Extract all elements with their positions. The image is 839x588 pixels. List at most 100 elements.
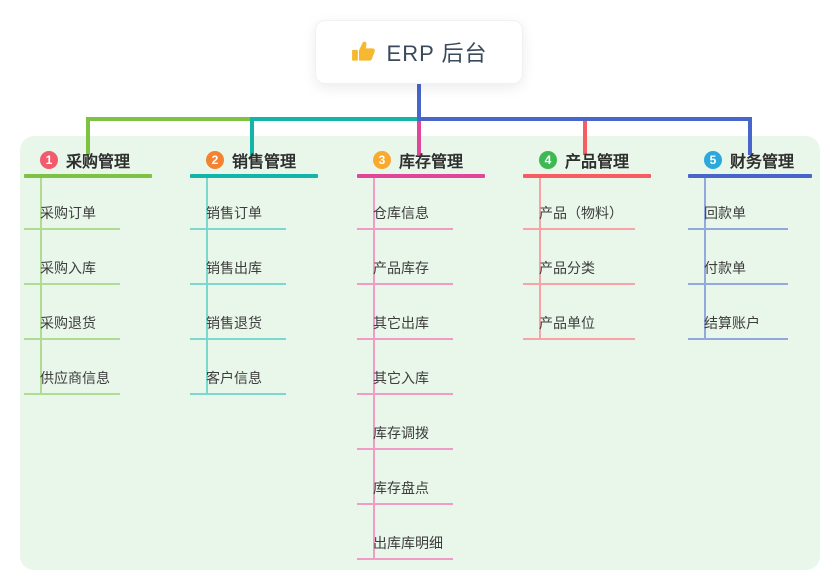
node-underline xyxy=(357,393,453,395)
node-stock-check[interactable]: 库存盘点 xyxy=(357,450,453,505)
branch-badge-3: 3 xyxy=(373,151,391,169)
branch-badge-4: 4 xyxy=(539,151,557,169)
node-settlement-account[interactable]: 结算账户 xyxy=(688,285,788,340)
node-underline xyxy=(190,283,286,285)
node-purchase-order[interactable]: 采购订单 xyxy=(24,175,120,230)
branch-underline-inventory xyxy=(357,174,485,178)
node-outbound-detail[interactable]: 出库库明细 xyxy=(357,505,453,560)
branch-badge-1: 1 xyxy=(40,151,58,169)
node-underline xyxy=(688,338,788,340)
root-title: ERP 后台 xyxy=(386,41,488,66)
branch-badge-2: 2 xyxy=(206,151,224,169)
branch-underline-purchase xyxy=(24,174,152,178)
connector-h-finance xyxy=(417,117,752,121)
node-label: 采购订单 xyxy=(40,205,96,221)
node-label: 库存盘点 xyxy=(373,480,429,496)
branch-underline-product xyxy=(523,174,651,178)
connector-drop-finance xyxy=(748,121,752,155)
branch-badge-5: 5 xyxy=(704,151,722,169)
branch-label-inventory: 库存管理 xyxy=(399,154,464,171)
node-label: 库存调拨 xyxy=(373,425,429,441)
node-underline xyxy=(357,338,453,340)
node-label: 回款单 xyxy=(704,205,746,221)
branch-trunk-sales xyxy=(206,178,208,395)
node-underline xyxy=(24,393,120,395)
branch-trunk-inventory xyxy=(373,178,375,560)
node-product-material[interactable]: 产品（物料） xyxy=(523,175,635,230)
node-sales-order[interactable]: 销售订单 xyxy=(190,175,286,230)
connector-drop-product xyxy=(583,121,587,155)
node-underline xyxy=(24,283,120,285)
node-underline xyxy=(688,228,788,230)
node-underline xyxy=(357,558,453,560)
node-other-outbound[interactable]: 其它出库 xyxy=(357,285,453,340)
node-customer-info[interactable]: 客户信息 xyxy=(190,340,286,395)
branch-finance: 5 财务管理 回款单 付款单 结算账户 xyxy=(688,146,812,340)
node-underline xyxy=(523,338,635,340)
node-label: 出库库明细 xyxy=(373,535,443,551)
node-label: 销售订单 xyxy=(206,205,262,221)
branch-trunk-purchase xyxy=(40,178,42,395)
connector-h-purchase xyxy=(86,117,252,121)
node-label: 结算账户 xyxy=(704,315,760,331)
node-sales-outbound[interactable]: 销售出库 xyxy=(190,230,286,285)
root-node[interactable]: ERP 后台 xyxy=(315,20,523,84)
branch-node-finance[interactable]: 5 财务管理 xyxy=(688,146,812,174)
branch-label-sales: 销售管理 xyxy=(232,154,297,171)
node-warehouse-info[interactable]: 仓库信息 xyxy=(357,175,453,230)
branches-panel xyxy=(20,136,820,570)
branch-node-inventory[interactable]: 3 库存管理 xyxy=(357,146,485,174)
node-underline xyxy=(523,228,635,230)
node-underline xyxy=(357,448,453,450)
node-purchase-inbound[interactable]: 采购入库 xyxy=(24,230,120,285)
node-label: 产品单位 xyxy=(539,315,595,331)
node-label: 其它出库 xyxy=(373,315,429,331)
branch-node-product[interactable]: 4 产品管理 xyxy=(523,146,651,174)
node-other-inbound[interactable]: 其它入库 xyxy=(357,340,453,395)
branch-node-purchase[interactable]: 1 采购管理 xyxy=(24,146,152,174)
node-label: 销售退货 xyxy=(206,315,262,331)
branch-underline-sales xyxy=(190,174,318,178)
branch-underline-finance xyxy=(688,174,812,178)
connector-drop-inventory xyxy=(417,121,421,155)
node-product-stock[interactable]: 产品库存 xyxy=(357,230,453,285)
node-underline xyxy=(357,503,453,505)
node-label: 产品分类 xyxy=(539,260,595,276)
node-label: 采购入库 xyxy=(40,260,96,276)
node-underline xyxy=(190,228,286,230)
node-underline xyxy=(357,228,453,230)
node-supplier-info[interactable]: 供应商信息 xyxy=(24,340,120,395)
branch-trunk-product xyxy=(539,178,541,340)
thumbs-up-icon xyxy=(351,39,377,65)
node-receipt-doc[interactable]: 回款单 xyxy=(688,175,788,230)
node-sales-return[interactable]: 销售退货 xyxy=(190,285,286,340)
node-purchase-return[interactable]: 采购退货 xyxy=(24,285,120,340)
node-label: 产品（物料） xyxy=(539,205,623,221)
branch-label-purchase: 采购管理 xyxy=(66,154,131,171)
branch-product: 4 产品管理 产品（物料） 产品分类 产品单位 xyxy=(523,146,651,340)
node-label: 产品库存 xyxy=(373,260,429,276)
node-underline xyxy=(357,283,453,285)
branch-node-sales[interactable]: 2 销售管理 xyxy=(190,146,318,174)
connector-drop-purchase xyxy=(86,117,90,155)
node-product-unit[interactable]: 产品单位 xyxy=(523,285,635,340)
branch-label-product: 产品管理 xyxy=(565,154,630,171)
node-label: 销售出库 xyxy=(206,260,262,276)
node-underline xyxy=(688,283,788,285)
branch-inventory: 3 库存管理 仓库信息 产品库存 其它出库 其它入库 库存调拨 xyxy=(357,146,485,560)
node-underline xyxy=(523,283,635,285)
branch-sales: 2 销售管理 销售订单 销售出库 销售退货 客户信息 xyxy=(190,146,318,395)
node-label: 其它入库 xyxy=(373,370,429,386)
node-stock-transfer[interactable]: 库存调拨 xyxy=(357,395,453,450)
node-product-category[interactable]: 产品分类 xyxy=(523,230,635,285)
connector-h-sales xyxy=(250,117,417,121)
connector-drop-sales xyxy=(250,117,254,155)
node-payment-doc[interactable]: 付款单 xyxy=(688,230,788,285)
node-label: 付款单 xyxy=(704,260,746,276)
node-label: 仓库信息 xyxy=(373,205,429,221)
node-label: 采购退货 xyxy=(40,315,96,331)
node-label: 客户信息 xyxy=(206,370,262,386)
node-underline xyxy=(24,338,120,340)
node-label: 供应商信息 xyxy=(40,370,110,386)
